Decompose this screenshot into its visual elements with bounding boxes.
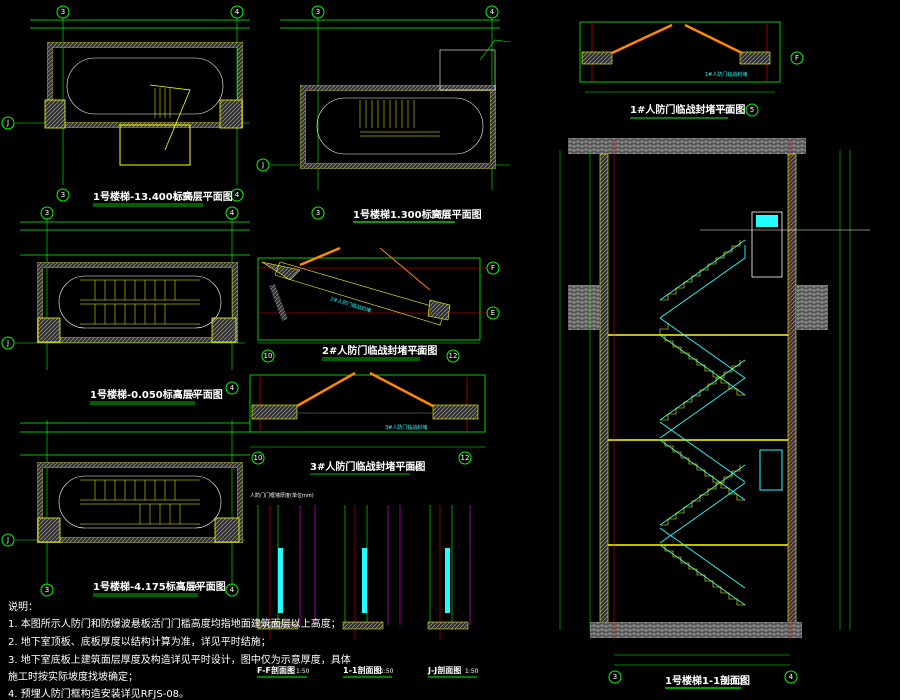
axis-4-a2: 4 — [230, 188, 244, 202]
svg-text:J: J — [6, 119, 9, 127]
svg-text:3: 3 — [45, 586, 49, 594]
axis-4-b: 4 — [485, 5, 499, 19]
axis-4-a: 4 — [230, 5, 244, 19]
door2-plan: 2#人防门临战封堵 — [257, 246, 490, 344]
scale-plan-m13400: 1:50 — [173, 193, 193, 203]
title-small-sec-a: F-F剖面图 — [257, 665, 295, 675]
axis-3-a2: 3 — [56, 188, 70, 202]
scale-plan-m0050: 1:50 — [177, 391, 197, 401]
note-2: 2. 地下室顶板、底板厚度以结构计算为准，详见平时结施； — [8, 635, 271, 648]
axis-4-c2: 4 — [225, 381, 239, 395]
axis-4-sec: 4 — [784, 670, 798, 684]
axis-12: 12 — [446, 349, 460, 363]
svg-text:10: 10 — [264, 352, 273, 360]
door3-label: 3#人防门临战封堵 — [385, 424, 427, 431]
scale-section-1-1: 1:50 — [723, 677, 743, 687]
axis-3-d: 3 — [40, 583, 54, 597]
scale-plan-1300: 1:50 — [430, 211, 450, 221]
title-small-sec-c: J-J剖面图 — [427, 665, 461, 675]
axis-J-b: J — [256, 158, 270, 172]
svg-text:4: 4 — [235, 191, 240, 199]
door1-label: 1#人防门临战封堵 — [705, 71, 747, 78]
axis-J-d: J — [1, 533, 15, 547]
title-section-1-1: 1号楼梯1-1剖面图 — [665, 674, 750, 687]
svg-text:4: 4 — [230, 209, 235, 217]
svg-text:J: J — [6, 536, 9, 544]
svg-text:3: 3 — [613, 673, 617, 681]
svg-text:4: 4 — [789, 673, 794, 681]
scale-door1-plan: 1:50 — [718, 108, 732, 115]
axis-F-e: F — [486, 261, 500, 275]
axis-5: 5 — [745, 103, 759, 117]
svg-text:F: F — [795, 54, 799, 62]
svg-text:3: 3 — [316, 8, 320, 16]
scale-plan-m4175: 1:50 — [180, 583, 200, 593]
axis-3-sec: 3 — [608, 670, 622, 684]
plan-m4175 — [15, 420, 250, 585]
section-header: 人防门门框墙厚度(单位mm) — [250, 492, 314, 499]
axis-10: 10 — [261, 349, 275, 363]
axis-3-b2: 3 — [311, 206, 325, 220]
svg-text:4: 4 — [235, 8, 240, 16]
scale-small-sec-b: 1:50 — [380, 668, 394, 675]
door3-plan: 3#人防门临战封堵 — [249, 371, 486, 448]
svg-text:J: J — [6, 339, 9, 347]
svg-text:4: 4 — [490, 8, 495, 16]
note-1: 1. 本图所示人防门和防爆波悬板活门门槛高度均指地面建筑面层以上高度； — [8, 617, 341, 630]
title-plan-m0050: 1号楼梯-0.050标高层平面图 — [90, 388, 223, 401]
axis-J-a: J — [1, 116, 15, 130]
title-door3-plan: 3#人防门临战封堵平面图 — [310, 460, 425, 473]
notes-heading: 说明： — [8, 600, 38, 613]
title-small-sec-b: 1-1剖面图 — [343, 665, 381, 675]
notes: 说明： 1. 本图所示人防门和防爆波悬板活门门槛高度均指地面建筑面层以上高度； … — [8, 600, 351, 700]
note-3-cont: 施工时按实际坡度找坡确定； — [8, 670, 138, 683]
scale-door3-plan: 1:50 — [405, 465, 419, 472]
axis-F-top: F — [790, 51, 804, 65]
note-3: 3. 地下室底板上建筑面层厚度及构造详见平时设计，图中仅为示意厚度，具体 — [8, 653, 351, 666]
door1-plan: 1#人防门临战封堵 — [579, 21, 781, 93]
svg-text:4: 4 — [230, 384, 235, 392]
axis-4-d: 4 — [225, 583, 239, 597]
svg-text:3: 3 — [316, 209, 320, 217]
axis-J-c: J — [1, 336, 15, 350]
axis-3-door3: 10 — [251, 451, 265, 465]
title-plan-m4175: 1号楼梯-4.175标高层平面图 — [93, 580, 226, 593]
svg-text:5: 5 — [750, 106, 754, 114]
section-1-1 — [559, 138, 870, 666]
axis-4-door3: 12 — [458, 451, 472, 465]
svg-text:J: J — [261, 161, 264, 169]
axis-3-b: 3 — [311, 5, 325, 19]
svg-text:E: E — [491, 309, 495, 317]
small-sections: 人防门门框墙厚度(单位mm) — [250, 492, 471, 640]
title-plan-m13400: 1号楼梯-13.400标高层平面图 — [93, 190, 233, 203]
scale-door2-plan: 1:50 — [410, 349, 424, 356]
svg-text:12: 12 — [449, 352, 458, 360]
svg-text:3: 3 — [61, 191, 65, 199]
scale-small-sec-a: 1:50 — [296, 668, 310, 675]
axis-3-a: 3 — [56, 5, 70, 19]
svg-text:3: 3 — [61, 8, 65, 16]
plan-1300 — [270, 18, 511, 190]
axis-4-c: 4 — [225, 206, 239, 220]
title-door1-plan: 1#人防门临战封堵平面图 — [630, 103, 745, 116]
svg-text:10: 10 — [254, 454, 263, 462]
svg-text:3: 3 — [45, 209, 49, 217]
svg-text:12: 12 — [461, 454, 470, 462]
title-plan-1300: 1号楼梯1.300标高层平面图 — [353, 208, 482, 221]
title-door2-plan: 2#人防门临战封堵平面图 — [322, 344, 437, 357]
svg-text:4: 4 — [230, 586, 235, 594]
plan-m13400 — [15, 18, 250, 185]
svg-text:F: F — [491, 264, 495, 272]
axis-3-c: 3 — [40, 206, 54, 220]
plan-m0050 — [15, 218, 250, 370]
note-4: 4. 预埋人防门框构造安装详见RFJS-08。 — [8, 687, 189, 700]
axis-E: E — [486, 306, 500, 320]
scale-small-sec-c: 1:50 — [465, 668, 479, 675]
